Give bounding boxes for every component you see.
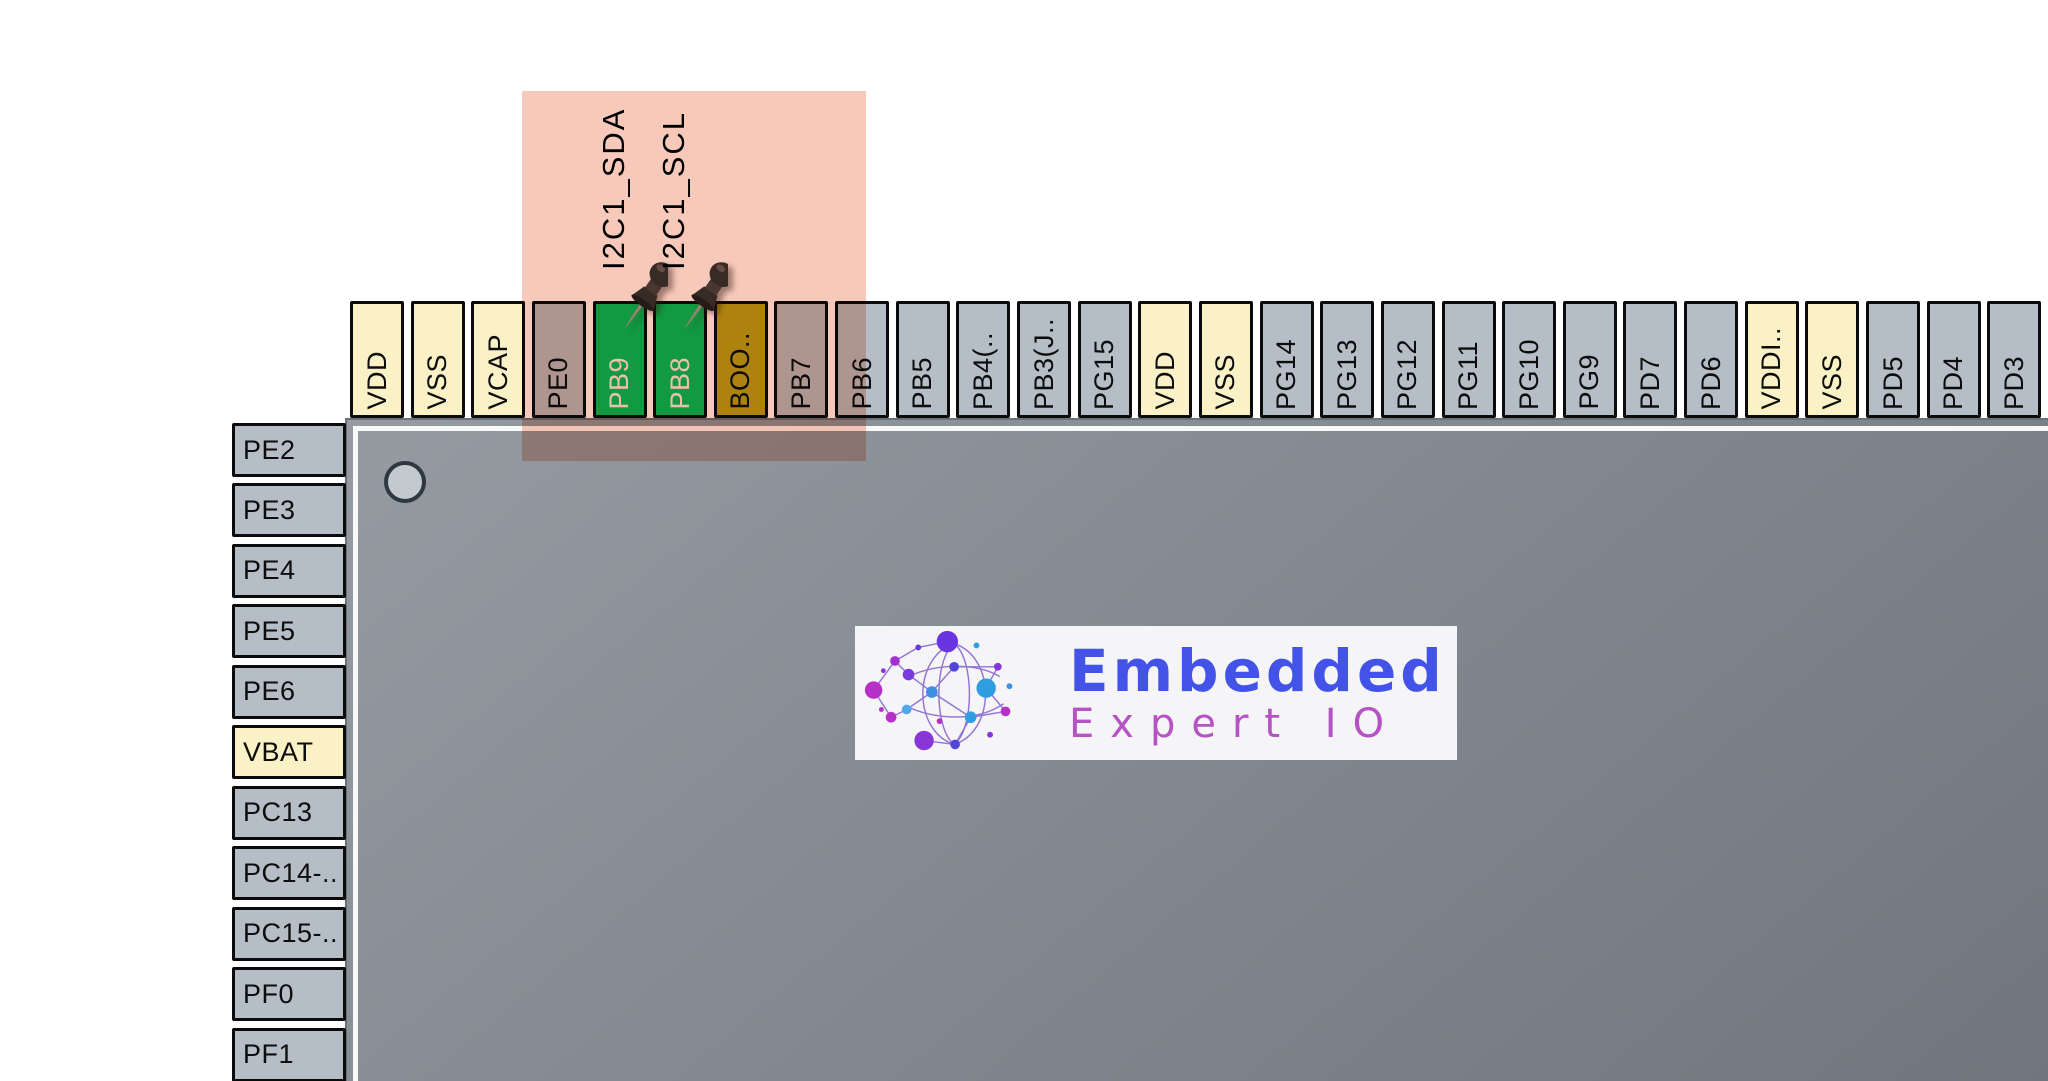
pin-label: PG15 [1089, 338, 1120, 410]
top-pin-PB3J[interactable]: PB3(J.. [1017, 301, 1072, 418]
pin-label: PD6 [1695, 355, 1726, 410]
pin-label: PG12 [1392, 338, 1423, 410]
left-pin-PC14[interactable]: PC14-.. [232, 846, 346, 901]
top-pin-PG14[interactable]: PG14 [1259, 301, 1314, 418]
pin-label: PG13 [1331, 338, 1362, 410]
pin-label: PF0 [243, 978, 295, 1009]
top-pin-PB5[interactable]: PB5 [895, 301, 950, 418]
top-pin-VDDI[interactable]: VDDI.. [1744, 301, 1799, 418]
pin-label: VBAT [243, 736, 314, 767]
pin-label: PB4(.. [967, 331, 998, 410]
pin-label: VSS [1210, 354, 1241, 410]
left-pin-PC15[interactable]: PC15-.. [232, 906, 346, 961]
top-pin-PG11[interactable]: PG11 [1441, 301, 1496, 418]
left-pin-PE5[interactable]: PE5 [232, 604, 346, 659]
pin-label: PC15-.. [243, 918, 339, 949]
pin-label: VDDI.. [1756, 327, 1787, 410]
top-pin-PB6[interactable]: PB6 [835, 301, 890, 418]
top-pin-PD4[interactable]: PD4 [1926, 301, 1981, 418]
pin-label: PE4 [243, 555, 296, 586]
pinned-signal-label: I2C1_SDA [595, 107, 631, 270]
pin-label: PD5 [1877, 355, 1908, 410]
left-pin-PF0[interactable]: PF0 [232, 967, 346, 1022]
pin-label: PB9 [604, 357, 635, 410]
pin-label: PG9 [1574, 354, 1605, 410]
left-pin-PE4[interactable]: PE4 [232, 543, 346, 598]
pin-label: VDD [1149, 351, 1180, 410]
pin-label: PC13 [243, 797, 313, 828]
top-pin-VDD[interactable]: VDD [1138, 301, 1193, 418]
pin-label: VCAP [482, 334, 513, 410]
top-pin-PG13[interactable]: PG13 [1320, 301, 1375, 418]
top-pin-VCAP[interactable]: VCAP [471, 301, 526, 418]
top-pin-PD5[interactable]: PD5 [1866, 301, 1920, 418]
pin-label: PB8 [664, 357, 695, 410]
pin-label: VSS [1816, 354, 1847, 410]
left-pin-PE2[interactable]: PE2 [232, 423, 346, 477]
pin-label: PB6 [846, 357, 877, 410]
top-pin-PE0[interactable]: PE0 [531, 301, 586, 418]
pin-label: PF1 [243, 1039, 295, 1069]
pin-label: PG11 [1453, 340, 1484, 410]
left-pin-PC13[interactable]: PC13 [232, 785, 346, 840]
pin-label: PD7 [1634, 355, 1665, 410]
pushpin[interactable] [678, 252, 736, 340]
logo-subtitle: Expert IO [1069, 701, 1401, 747]
top-pin-PD7[interactable]: PD7 [1623, 301, 1678, 418]
top-pin-PG12[interactable]: PG12 [1380, 301, 1435, 418]
pin-label: PB5 [907, 357, 938, 410]
top-pin-VSS[interactable]: VSS [1198, 301, 1253, 418]
top-pin-VSS[interactable]: VSS [410, 301, 465, 418]
pin-label: PE6 [243, 676, 296, 707]
top-pin-PD6[interactable]: PD6 [1684, 301, 1739, 418]
pin-label: PE5 [243, 615, 296, 646]
pin-label: PG10 [1513, 338, 1544, 410]
top-pin-VSS[interactable]: VSS [1805, 301, 1860, 418]
pin-label: VDD [361, 351, 392, 410]
pin-label: PE2 [243, 434, 296, 465]
top-pin-PB7[interactable]: PB7 [774, 301, 829, 418]
pinned-signal-label: I2C1_SCL [656, 110, 692, 270]
logo-text: Embedded Expert IO [1059, 640, 1446, 746]
top-pin-PB4[interactable]: PB4(.. [956, 301, 1011, 418]
pin-label: PE0 [543, 357, 574, 410]
top-pin-PD3[interactable]: PD3 [1987, 301, 2042, 418]
top-pin-PG15[interactable]: PG15 [1077, 301, 1132, 418]
left-pin-PF1[interactable]: PF1 [232, 1027, 346, 1081]
pushpin-icon[interactable] [678, 252, 736, 340]
chip-body: Embedded Expert IO [345, 418, 2048, 1081]
top-pin-VDD[interactable]: VDD [350, 301, 404, 418]
pin-label: PB3(J.. [1028, 317, 1059, 410]
left-pin-PE6[interactable]: PE6 [232, 664, 346, 719]
top-pin-PG9[interactable]: PG9 [1562, 301, 1617, 418]
embedded-expert-io-logo: Embedded Expert IO [855, 626, 1457, 760]
pin-label: PB7 [785, 357, 816, 410]
left-pin-PE3[interactable]: PE3 [232, 483, 346, 538]
top-pin-PG10[interactable]: PG10 [1502, 301, 1557, 418]
pin-label: PE3 [243, 494, 296, 525]
pin-label: PC14-.. [243, 857, 339, 888]
logo-title: Embedded [1069, 637, 1446, 705]
pin-label: BOO.. [725, 332, 756, 410]
pin-label: PD3 [1998, 355, 2029, 410]
pin-label: VSS [422, 354, 453, 410]
pin-label: PD4 [1938, 355, 1969, 410]
logo-network-icon [864, 630, 1013, 751]
pin1-indicator [384, 461, 426, 503]
left-pin-VBAT[interactable]: VBAT [232, 725, 346, 780]
pin-label: PG14 [1271, 338, 1302, 410]
